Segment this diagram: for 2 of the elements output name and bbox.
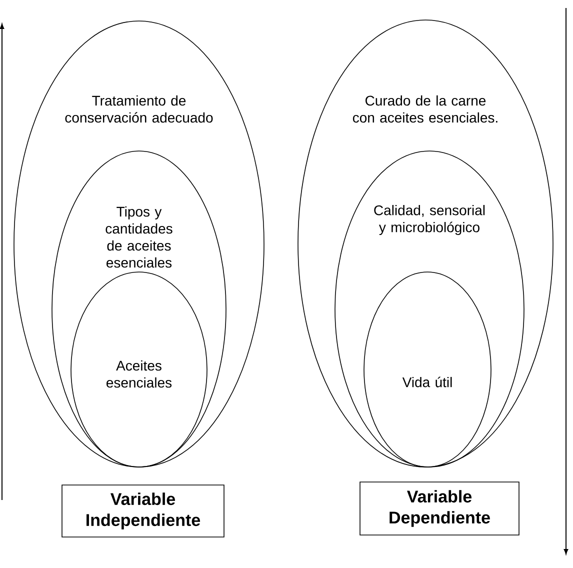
label-box: Variable Independiente [62, 484, 224, 538]
label-box: Variable Dependiente [360, 482, 520, 536]
